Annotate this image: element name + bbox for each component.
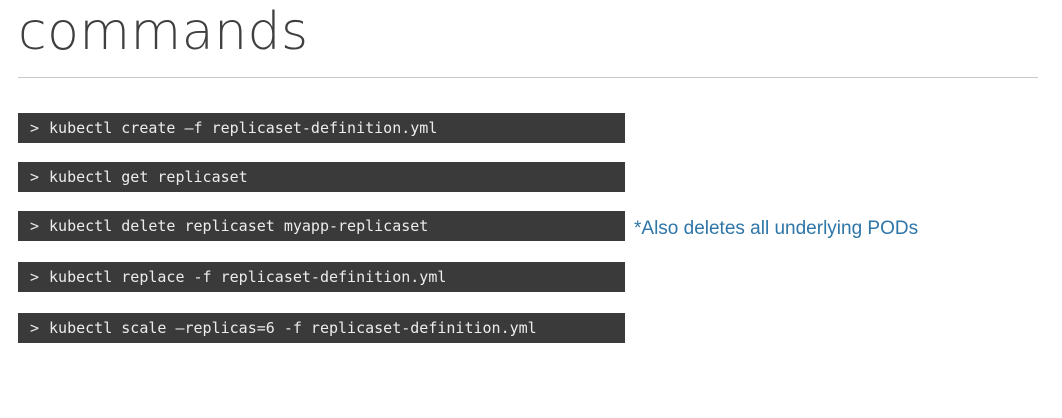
command-text: kubectl replace -f replicaset-definition…	[49, 268, 447, 286]
prompt-symbol: >	[30, 319, 40, 337]
command-block-scale: > kubectl scale –replicas=6 -f replicaset…	[18, 313, 625, 343]
command-text: kubectl get replicaset	[49, 168, 248, 186]
delete-note: *Also deletes all underlying PODs	[634, 218, 919, 239]
command-block-create: > kubectl create –f replicaset-definition…	[18, 113, 625, 143]
prompt-symbol: >	[30, 168, 40, 186]
prompt-symbol: >	[30, 268, 40, 286]
command-text: kubectl delete replicaset myapp-replicas…	[49, 217, 429, 235]
prompt-symbol: >	[30, 217, 40, 235]
prompt-symbol: >	[30, 119, 40, 137]
command-block-delete: > kubectl delete replicaset myapp-replica…	[18, 211, 625, 241]
command-block-replace: > kubectl replace -f replicaset-definitio…	[18, 262, 625, 292]
page-title: commands	[18, 2, 309, 62]
command-block-get: > kubectl get replicaset	[18, 162, 625, 192]
command-text: kubectl create –f replicaset-definition.…	[49, 119, 438, 137]
title-divider	[18, 77, 1038, 78]
command-text: kubectl scale –replicas=6 -f replicaset-…	[49, 319, 537, 337]
